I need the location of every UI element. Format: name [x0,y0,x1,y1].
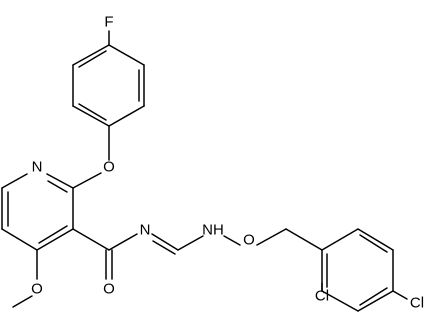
bond [72,105,110,127]
methoxy-oxygen-label: O [31,281,43,298]
bond [152,240,176,255]
dichlorophenyl-ring [321,228,408,312]
bond [72,172,102,189]
bond [321,228,359,251]
bond [392,290,408,300]
bond [108,44,145,66]
fluorine-label: F [104,14,113,31]
bond [12,295,33,308]
bond [72,228,110,251]
bond [223,235,241,246]
fluorophenyl-ring [72,30,145,127]
bond [321,290,359,312]
bond [72,44,110,66]
bond [108,233,138,251]
bond [151,233,179,251]
pyridine-nitrogen-label: N [32,159,43,176]
imine-nitrogen-label: N [140,222,151,239]
double-bond-inner [47,180,68,193]
bond [285,228,323,251]
double-bond-inner [78,50,107,68]
double-bond-inner [78,103,107,121]
pyridine-ring [1,173,74,251]
ether-oxygen-label: O [103,159,115,176]
chlorine-ortho-label: Cl [315,288,329,305]
bond [357,228,394,251]
carbonyl-oxygen-label: O [103,281,115,298]
bond [177,235,204,251]
double-bond-inner [359,287,388,306]
chlorine-para-label: Cl [410,295,424,312]
bond [357,290,394,312]
bond [46,173,74,189]
bond [36,228,74,251]
double-bond-inner [38,225,68,244]
bond [1,173,28,189]
bond [256,228,287,246]
oxime-oxygen-label: O [243,232,255,249]
double-bond-inner [359,234,388,253]
amine-nh-label: NH [202,222,224,239]
bond [1,228,38,251]
bond [108,105,145,127]
